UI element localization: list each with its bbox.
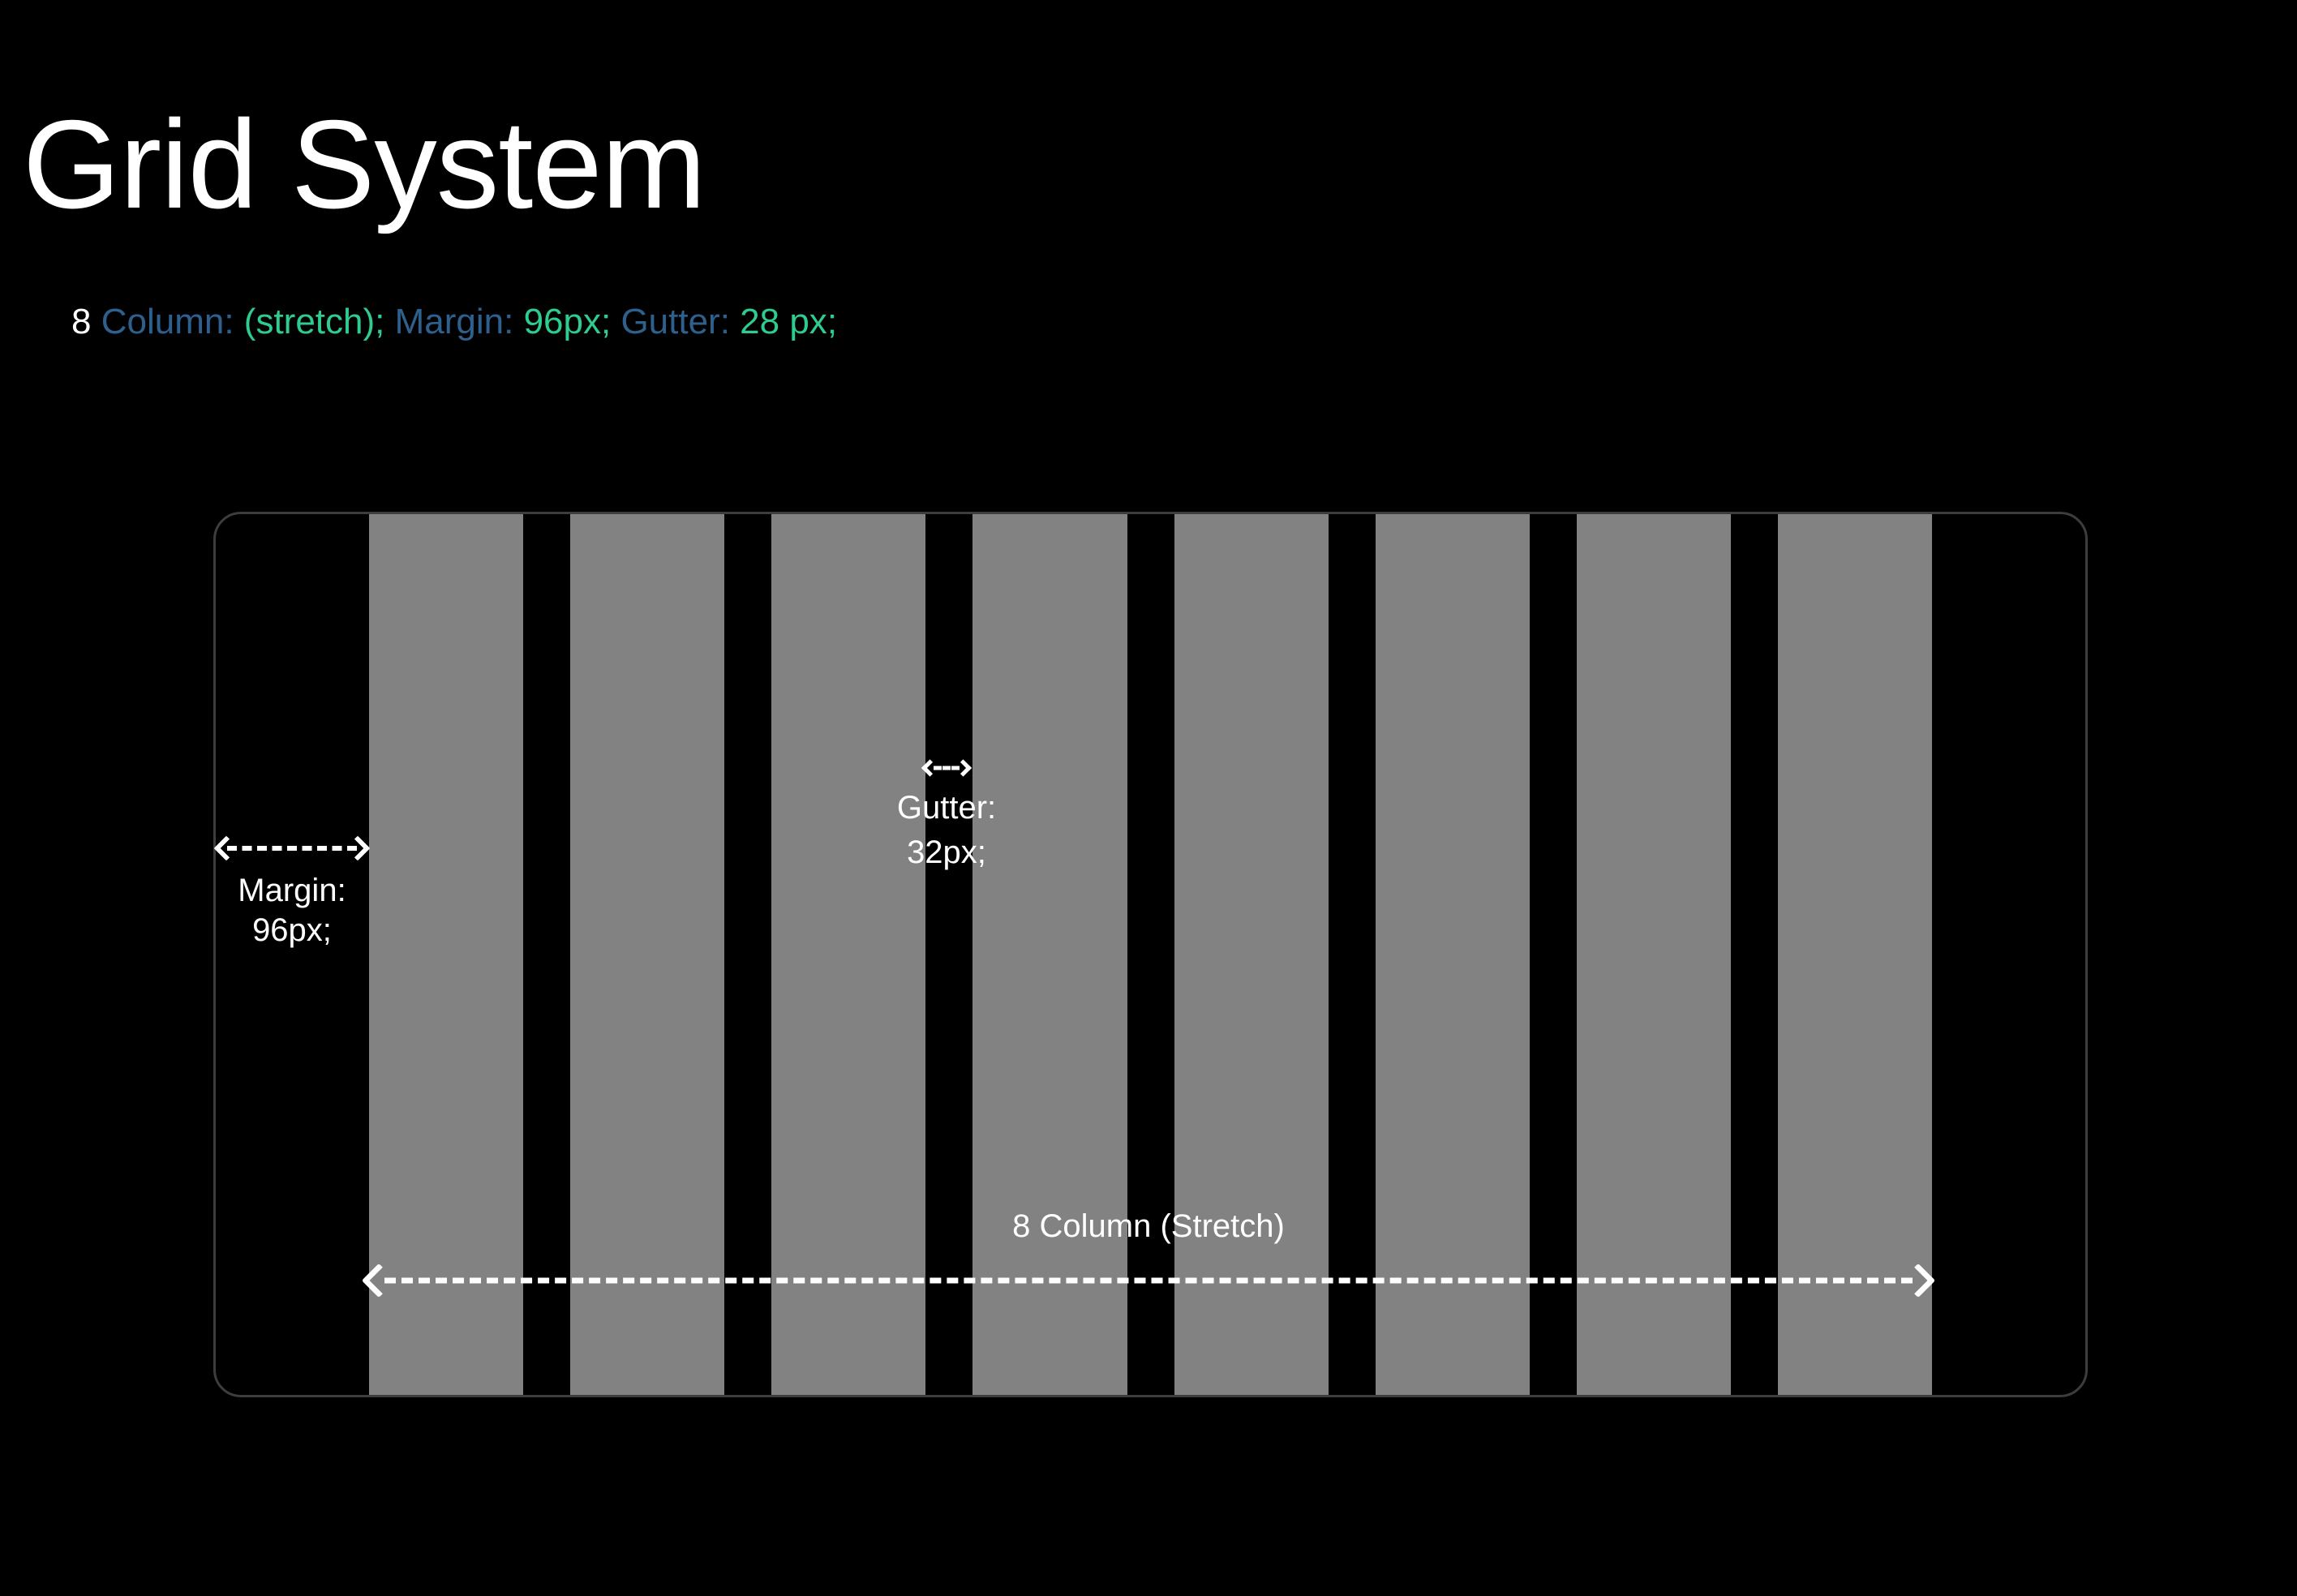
grid-column — [1576, 514, 1731, 1395]
spec-semicolon-3: ; — [826, 302, 838, 341]
spec-column-count: 8 — [71, 302, 92, 341]
grid-frame — [213, 512, 2088, 1397]
grid-column — [570, 514, 725, 1395]
spec-column-key: Column — [101, 302, 225, 341]
spec-space — [91, 302, 101, 341]
page-title: Grid System — [23, 93, 706, 234]
grid-columns — [369, 514, 1932, 1395]
grid-column — [369, 514, 524, 1395]
spec-margin-value: 96px — [523, 302, 601, 341]
spec-gutter-key: Gutter — [620, 302, 720, 341]
grid-column — [972, 514, 1127, 1395]
grid-column — [771, 514, 926, 1395]
spec-semicolon-2: ; — [600, 302, 621, 341]
grid-column — [1777, 514, 1932, 1395]
spec-margin-key: Margin — [394, 302, 504, 341]
grid-column — [1375, 514, 1530, 1395]
spec-column-value: (stretch) — [243, 302, 376, 341]
spec-colon-2: : — [504, 302, 524, 341]
spec-colon-3: : — [719, 302, 741, 341]
grid-column — [1174, 514, 1329, 1395]
grid-spec-line: 8 Column: (stretch); Margin: 96px; Gutte… — [71, 301, 837, 344]
spec-gutter-value: 28 px — [740, 302, 827, 341]
spec-semicolon-1: ; — [375, 302, 395, 341]
spec-colon-1: : — [224, 302, 244, 341]
